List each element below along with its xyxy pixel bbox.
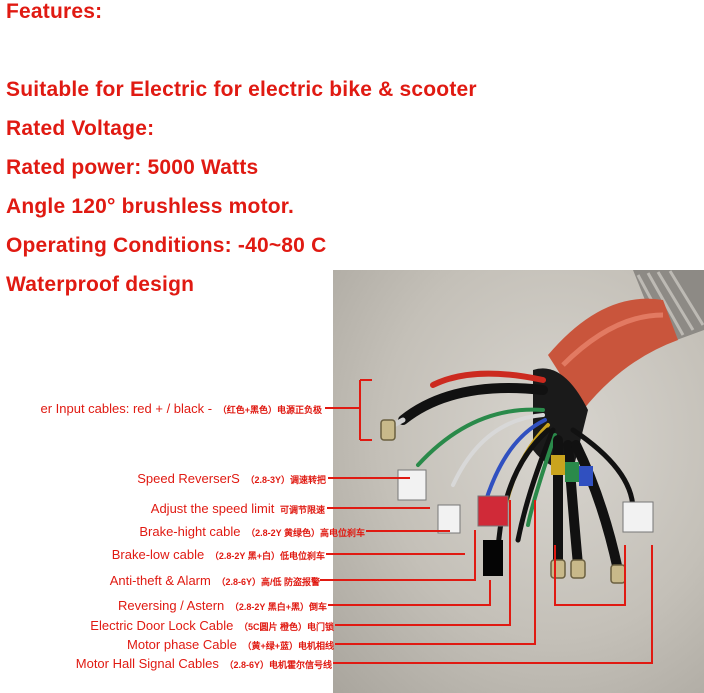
label-brake-high-cn: （2.8-2Y 黄绿色）高电位刹车 [246, 528, 365, 538]
controller-harness-photo [333, 270, 704, 693]
wire-harness-illustration [380, 270, 704, 584]
label-speed-reverser-en: Speed ReverserS [137, 471, 240, 486]
label-reversing: Reversing / Astern （2.8-2Y 黑白+黑）倒车 [118, 598, 327, 613]
label-door-lock-cn: （5C圆片 橙色）电门锁 [238, 622, 334, 632]
feature-line-rated-power: Rated power: 5000 Watts [6, 156, 259, 179]
label-brake-high-en: Brake-hight cable [139, 524, 241, 539]
label-door-lock: Electric Door Lock Cable （5C圆片 橙色）电门锁 [90, 618, 334, 633]
label-motor-phase-cn: （黄+绿+蓝）电机相线 [242, 641, 334, 651]
label-motor-hall: Motor Hall Signal Cables （2.8-6Y）电机霍尔信号线 [76, 656, 332, 671]
feature-line-suitable: Suitable for Electric for electric bike … [6, 78, 477, 101]
label-motor-hall-cn: （2.8-6Y）电机霍尔信号线 [224, 660, 332, 670]
features-heading: Features: [6, 0, 103, 23]
orange-sheath [548, 298, 678, 410]
label-motor-phase-en: Motor phase Cable [127, 637, 237, 652]
label-speed-reverser: Speed ReverserS （2.8-3Y）调速转把 [137, 471, 326, 486]
label-speed-reverser-cn: （2.8-3Y）调速转把 [245, 475, 326, 485]
feature-line-rated-voltage: Rated Voltage: [6, 117, 155, 140]
label-reversing-en: Reversing / Astern [118, 598, 225, 613]
label-adjust-speed: Adjust the speed limit 可调节限速 [151, 501, 325, 516]
label-power-input-en: er Input cables: red + / black - [40, 401, 213, 416]
label-brake-high: Brake-hight cable （2.8-2Y 黄绿色）高电位刹车 [139, 524, 365, 539]
label-motor-phase: Motor phase Cable （黄+绿+蓝）电机相线 [127, 637, 334, 652]
label-adjust-speed-cn: 可调节限速 [279, 505, 325, 515]
label-brake-low-en: Brake-low cable [111, 547, 205, 562]
label-anti-theft-cn: （2.8-6Y）高/低 防盗报警 [216, 577, 320, 587]
label-anti-theft: Anti-theft & Alarm （2.8-6Y）高/低 防盗报警 [110, 573, 320, 588]
label-door-lock-en: Electric Door Lock Cable [90, 618, 234, 633]
feature-line-waterproof: Waterproof design [6, 273, 195, 296]
label-power-input-cn: （红色+黑色）电源正负极 [217, 405, 322, 415]
label-anti-theft-en: Anti-theft & Alarm [109, 573, 211, 588]
label-power-input: er Input cables: red + / black - （红色+黑色）… [40, 401, 322, 416]
label-adjust-speed-en: Adjust the speed limit [150, 501, 275, 516]
label-reversing-cn: （2.8-2Y 黑白+黑）倒车 [229, 602, 327, 612]
label-brake-low-cn: （2.8-2Y 黑+白）低电位刹车 [209, 551, 325, 561]
label-motor-hall-en: Motor Hall Signal Cables [75, 656, 219, 671]
feature-line-angle: Angle 120° brushless motor. [6, 195, 295, 218]
label-brake-low: Brake-low cable （2.8-2Y 黑+白）低电位刹车 [112, 547, 325, 562]
feature-line-operating-conditions: Operating Conditions: -40~80 C [6, 234, 327, 257]
